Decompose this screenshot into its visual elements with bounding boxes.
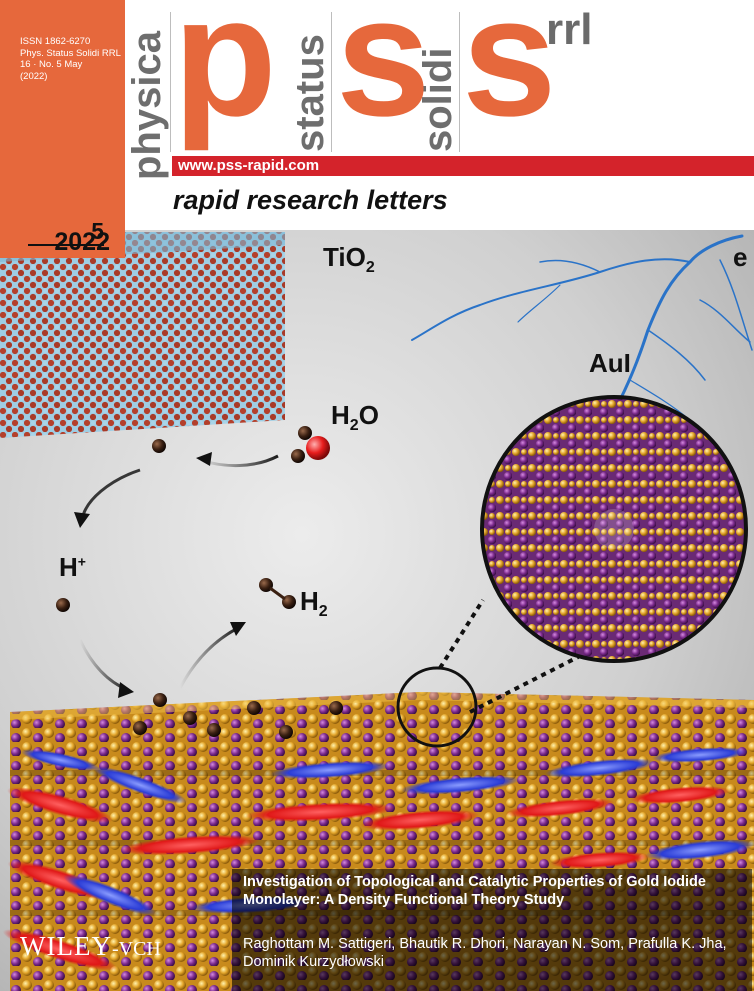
aui-label: AuI — [589, 348, 631, 378]
issn-line: Phys. Status Solidi RRL — [20, 47, 121, 59]
lightning-bolt — [411, 234, 753, 421]
caption-box — [232, 869, 752, 991]
logo-letter-s: s — [336, 0, 431, 152]
h2-label-subscript: 2 — [318, 603, 328, 621]
h2-label-main: H — [300, 586, 319, 616]
hplus-label: H+ — [59, 552, 86, 583]
tio2-label-main: TiO — [323, 242, 366, 272]
h2o-label-h: H — [331, 400, 350, 430]
vertical-word-physica: physica — [125, 31, 169, 180]
publisher-name: WILEY — [20, 931, 112, 961]
publisher-logo: WILEY-VCH — [20, 931, 161, 962]
h2o-label-o: O — [358, 400, 379, 430]
hplus-label-superscript: + — [77, 553, 86, 570]
vertical-divider — [170, 12, 171, 152]
tio2-label: TiO2 — [323, 242, 375, 277]
issue-year-wrap: 2022 — [14, 226, 110, 257]
h2o-label: H2O — [331, 400, 379, 435]
journal-subtitle: rapid research letters — [173, 185, 448, 215]
issn-block: ISSN 1862-6270 Phys. Status Solidi RRL 1… — [20, 36, 124, 82]
reaction-cycle — [56, 426, 330, 698]
issn-line: 16 · No. 5 May — [20, 59, 83, 70]
h2-label: H2 — [300, 586, 328, 621]
issn-line: ISSN 1862-6270 — [20, 36, 91, 47]
issn-line: (2022) — [20, 70, 48, 82]
journal-url[interactable]: www.pss-rapid.com — [178, 157, 320, 174]
vertical-divider — [331, 12, 332, 152]
hplus-label-main: H — [59, 552, 78, 582]
logo-letter-p: p — [173, 0, 277, 152]
h2o-label-subscript: 2 — [349, 417, 359, 435]
article-title: Investigation of Topological and Catalyt… — [243, 874, 706, 908]
url-bar: www.pss-rapid.com — [172, 156, 754, 176]
vertical-divider — [459, 12, 460, 152]
tio2-crystal — [0, 232, 285, 438]
logo-letter-s: s — [462, 0, 557, 152]
zoom-callout — [396, 395, 748, 748]
issue-panel — [0, 0, 125, 258]
publisher-suffix: -VCH — [111, 938, 161, 960]
issue-year: 2022 — [54, 228, 110, 256]
vertical-word-status: status — [288, 34, 332, 152]
tio2-label-subscript: 2 — [365, 259, 375, 277]
issue-number: 5 — [28, 219, 104, 246]
electron-label: e — [733, 242, 748, 272]
article-authors: Raghottam M. Sattigeri, Bhautik R. Dhori… — [243, 936, 727, 970]
logo-suffix: rrl — [546, 5, 593, 54]
cover-artwork: TiO2 e AuI H2O H+ H2 — [0, 230, 754, 991]
